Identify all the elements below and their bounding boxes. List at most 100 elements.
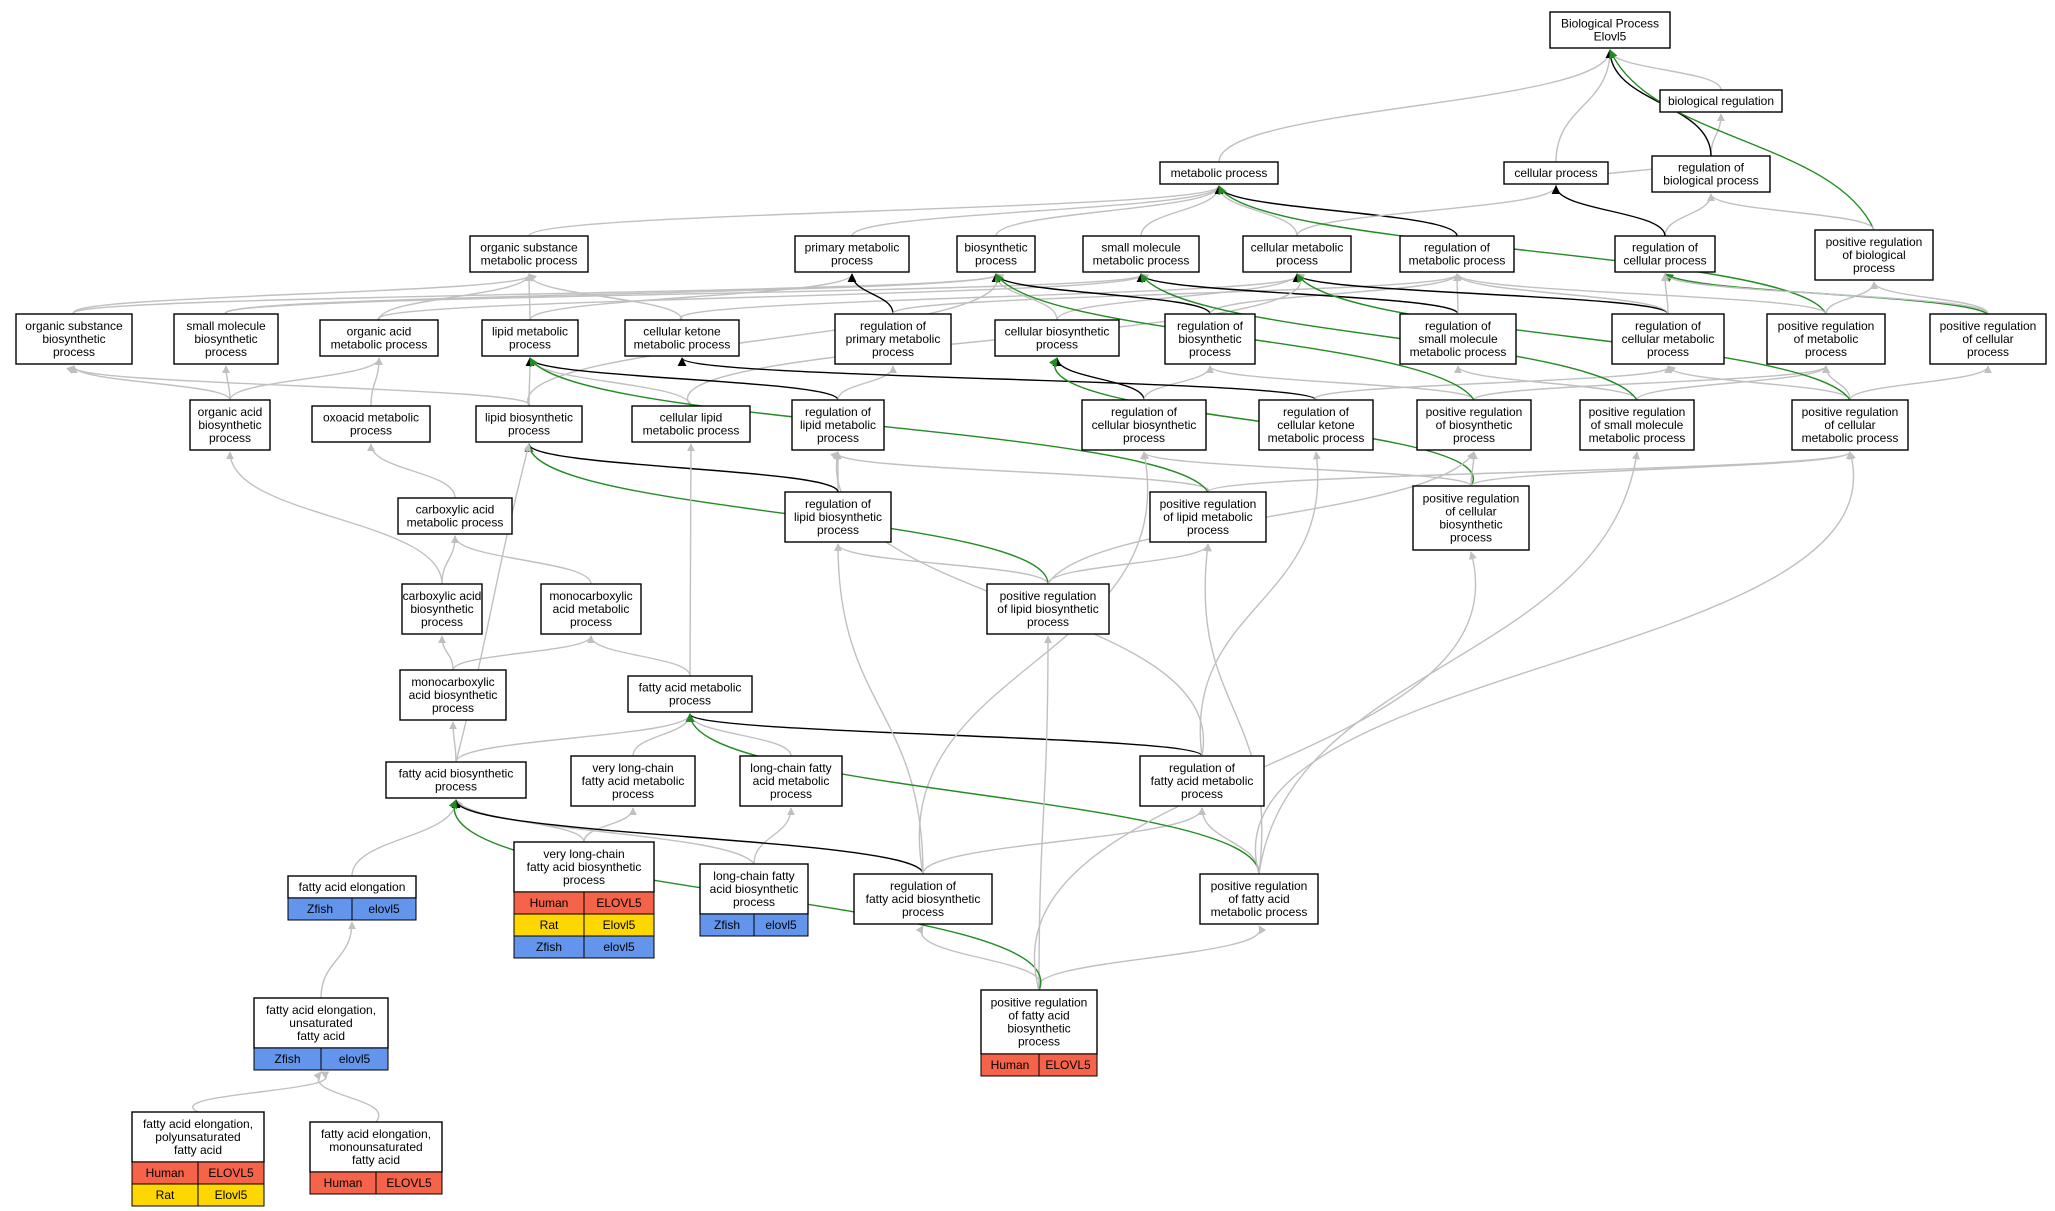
node-label-line: metabolic process xyxy=(1410,345,1507,359)
species-label: Human xyxy=(324,1176,363,1190)
is-a-edge xyxy=(834,543,1049,585)
node-label-line: oxoacid metabolic xyxy=(323,411,419,425)
is-a-edge xyxy=(1199,451,1321,757)
node-label-line: of fatty acid xyxy=(1228,892,1289,906)
node-label-line: process xyxy=(1027,615,1069,629)
node-label-line: organic acid xyxy=(347,325,412,339)
is-a-edge xyxy=(70,365,231,401)
gene-symbol-cell[interactable]: elovl5 xyxy=(583,935,655,959)
go-term-node[interactable]: biological regulation xyxy=(1659,89,1783,113)
species-cell: Human xyxy=(131,1161,199,1185)
gene-symbol-cell[interactable]: ELOVL5 xyxy=(197,1161,265,1185)
node-label-line: biosynthetic xyxy=(1178,332,1241,346)
gene-symbol-cell[interactable]: elovl5 xyxy=(753,913,809,937)
gene-symbol: ELOVL5 xyxy=(1045,1058,1091,1072)
node-box xyxy=(253,997,389,1049)
is-a-edge xyxy=(1206,365,1475,401)
gene-symbol-cell[interactable]: Elovl5 xyxy=(197,1183,265,1207)
go-term-node[interactable]: fatty acid elongation,polyunsaturatedfat… xyxy=(131,1111,265,1207)
go-term-node[interactable]: metabolic process xyxy=(1159,161,1279,185)
node-label-line: process xyxy=(669,694,711,708)
node-label-line: fatty acid xyxy=(174,1143,222,1157)
node-label-line: primary metabolic xyxy=(846,332,941,346)
node-label-line: fatty acid elongation, xyxy=(143,1117,253,1131)
gene-symbol-cell[interactable]: elovl5 xyxy=(351,897,417,921)
node-label-line: metabolic process xyxy=(331,338,428,352)
node-label-line: metabolic process xyxy=(1093,254,1190,268)
is-a-edge xyxy=(1258,451,1640,875)
is-a-edge xyxy=(1606,49,1722,91)
node-label-line: lipid metabolic xyxy=(800,418,876,432)
node-box xyxy=(1791,399,1909,451)
go-term-node[interactable]: cellular process xyxy=(1503,161,1609,185)
is-a-edge xyxy=(1203,543,1263,875)
node-label-line: regulation of xyxy=(805,497,872,511)
gene-symbol-cell[interactable]: ELOVL5 xyxy=(375,1171,443,1195)
gene-symbol-cell[interactable]: elovl5 xyxy=(320,1047,389,1071)
node-box xyxy=(399,669,507,721)
gene-symbol-cell[interactable]: ELOVL5 xyxy=(583,891,655,915)
is-a-edge xyxy=(1254,451,1856,875)
go-term-node[interactable]: fatty acid elongation,monounsaturatedfat… xyxy=(309,1121,443,1195)
is-a-edge xyxy=(1825,281,1878,315)
is-a-edge xyxy=(587,635,691,677)
gene-symbol-cell[interactable]: ELOVL5 xyxy=(1038,1053,1098,1077)
is-a-edge xyxy=(66,365,530,407)
gene-symbol-cell[interactable]: Elovl5 xyxy=(583,913,655,937)
node-box xyxy=(1579,399,1695,451)
is-a-edge xyxy=(525,357,534,407)
